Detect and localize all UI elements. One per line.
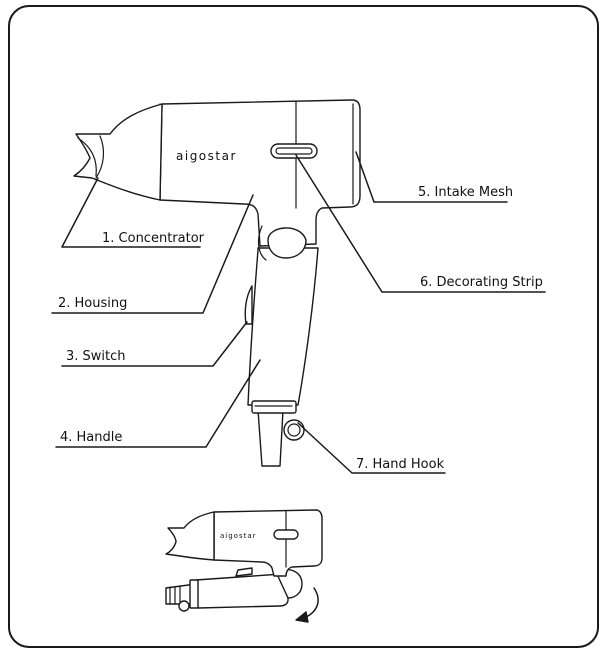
leader-decorating-strip [295,154,546,293]
switch-tab [244,285,253,325]
label-hand-hook: 7. Hand Hook [356,457,445,472]
folded-decorating-strip [273,529,299,540]
concentrator-body [73,103,163,201]
hand-hook-inner [287,423,301,437]
label-handle: 4. Handle [60,430,122,445]
concentrator-slot-inner [95,135,105,179]
label-intake-mesh: 5. Intake Mesh [418,185,513,200]
cord-tube [257,409,284,467]
decorating-strip [270,143,318,159]
hair-dryer-folded [165,509,323,612]
leader-hand-hook [297,422,446,474]
folded-concentrator [165,511,215,561]
housing-body [159,99,361,247]
leader-switch [61,321,248,367]
label-decorating-strip: 6. Decorating Strip [420,275,543,290]
handle-body [247,247,319,406]
brand-logo-main: aigostar [176,149,237,163]
concentrator-slot [77,137,97,177]
diagram-frame [8,5,599,648]
decorating-strip-inner [275,147,313,155]
leader-handle [55,359,261,448]
curved-arrow-head [295,611,309,623]
label-concentrator: 1. Concentrator [102,231,205,246]
hair-dryer-main [73,99,361,467]
folded-hook-ring [178,600,190,612]
leader-concentrator [61,177,201,248]
brand-logo-folded: aigostar [220,532,257,540]
folded-switch [235,567,253,577]
folded-housing [213,509,323,577]
label-housing: 2. Housing [58,296,127,311]
handle-cap [251,400,297,414]
hand-hook-ring [283,419,305,441]
hinge-arc [257,225,267,261]
leader-intake-mesh [355,151,508,203]
folded-handle [195,573,289,609]
hinge-knuckle [267,227,307,259]
leader-housing [51,194,254,314]
label-switch: 3. Switch [66,349,126,364]
leader-lines [51,151,546,474]
folded-handle-cap [189,579,199,609]
